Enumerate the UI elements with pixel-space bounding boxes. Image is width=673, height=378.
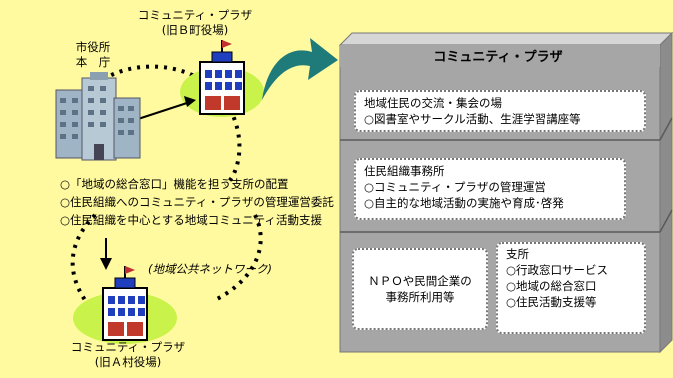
network-dotted-arc-lower [70,213,263,302]
city-hall-label: 市役所 本 庁 [75,40,111,69]
floor2-box: 住民組織事務所 ○コミュニティ・プラザの管理運営 ○自主的な地域活動の実施や育成… [354,158,626,220]
floor2-heading: 住民組織事務所 [364,164,445,178]
plaza-b-label: コミュニティ・プラザ (旧Ｂ町役場) [137,8,253,37]
npo-line: ＮＰＯや民間企業の [368,274,472,288]
bullet-item: ○住民組織を中心とする地域コミュニティ活動支援 [60,213,322,227]
branch-office-box: 支所 ○行政窓口サービス ○地域の総合窓口 ○住民活動支援等 [496,242,646,334]
arrow-to-plaza-b [134,101,191,121]
teal-curved-arrow [262,38,338,100]
branch-item: ○住民活動支援等 [506,295,597,309]
branch-item: ○行政窓口サービス [506,263,609,277]
plaza-a-label: コミュニティ・プラザ (旧Ａ村役場) [70,340,186,369]
building-title: コミュニティ・プラザ [433,50,563,65]
plaza-b-building-icon [199,40,245,115]
arrowhead-b [184,96,196,107]
bullet-item: ○住民組織へのコミュニティ・プラザの管理運営委託 [60,195,334,209]
branch-item: ○地域の総合窓口 [506,279,597,293]
network-label: (地域公共ネットワーク) [148,262,272,276]
branch-heading: 支所 [506,247,529,261]
floor1-item: ○図書室やサークル活動、生涯学習講座等 [364,112,581,126]
floor2-item: ○自主的な地域活動の実施や育成･啓発 [364,196,564,210]
npo-box: ＮＰＯや民間企業の 事務所利用等 [352,248,488,330]
arrowhead-a [100,258,112,270]
floor1-heading: 地域住民の交流・集会の場 [364,96,502,110]
bullet-item: ○「地域の総合窓口」機能を担う支所の配置 [60,177,289,191]
floor2-item: ○コミュニティ・プラザの管理運営 [364,180,546,194]
bullet-list: ○「地域の総合窓口」機能を担う支所の配置 ○住民組織へのコミュニティ・プラザの管… [60,175,334,229]
floor1-box: 地域住民の交流・集会の場 ○図書室やサークル活動、生涯学習講座等 [354,90,646,132]
city-hall-icon [55,72,141,161]
plaza-a-building-icon [102,266,148,341]
npo-line: 事務所利用等 [385,290,455,304]
